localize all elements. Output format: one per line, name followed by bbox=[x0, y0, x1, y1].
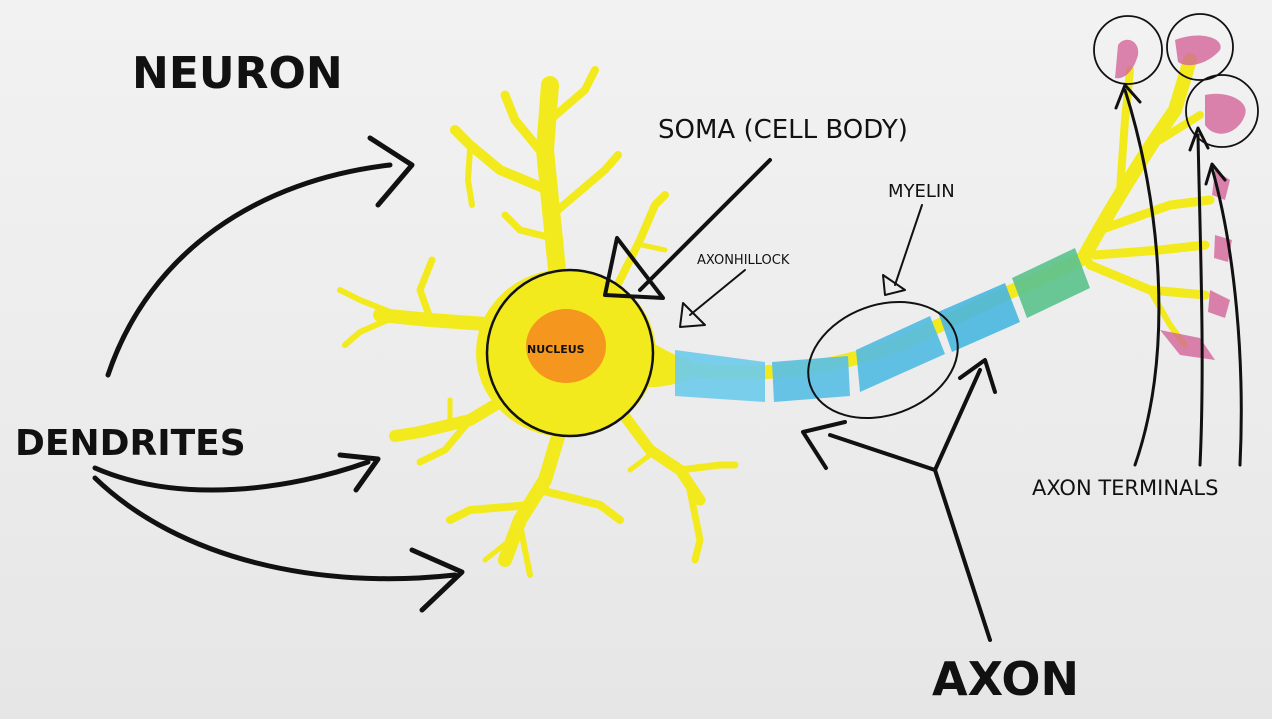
dendrite-tree bbox=[337, 66, 739, 578]
terminal-circle-1 bbox=[1093, 15, 1163, 85]
label-axon-terminals: AXON TERMINALS bbox=[1032, 476, 1218, 500]
label-soma: SOMA (CELL BODY) bbox=[658, 115, 908, 145]
terminal-boutons bbox=[1115, 35, 1246, 360]
nucleus-shape bbox=[526, 309, 606, 383]
axon-terminal-arrows bbox=[1114, 83, 1243, 467]
arrow-dendrite-mid bbox=[92, 459, 371, 493]
myelin-sheath bbox=[675, 248, 1090, 402]
soma-outline bbox=[485, 268, 655, 438]
label-nucleus: NUCLEUS bbox=[527, 343, 585, 356]
myelin-highlight-ring bbox=[807, 300, 959, 420]
axon-terminal-branches bbox=[1078, 53, 1215, 348]
label-axon-hillock: AXONHILLOCK bbox=[697, 253, 790, 268]
arrow-dendrite-top bbox=[105, 162, 393, 378]
terminal-circle-2 bbox=[1166, 13, 1234, 81]
label-myelin: MYELIN bbox=[888, 181, 955, 202]
axon-shaft bbox=[669, 248, 1094, 402]
axon-hillock-arrow bbox=[679, 269, 746, 328]
diagram-title: NEURON bbox=[132, 48, 343, 99]
label-dendrites: DENDRITES bbox=[15, 423, 246, 464]
soma-arrow bbox=[603, 158, 772, 300]
terminal-circle-3 bbox=[1185, 74, 1259, 148]
dendrite-arrows bbox=[92, 135, 465, 613]
label-axon: AXON bbox=[932, 652, 1079, 706]
myelin-arrow bbox=[882, 204, 923, 296]
axon-arrow bbox=[801, 358, 997, 642]
arrow-dendrite-bottom bbox=[92, 475, 458, 582]
